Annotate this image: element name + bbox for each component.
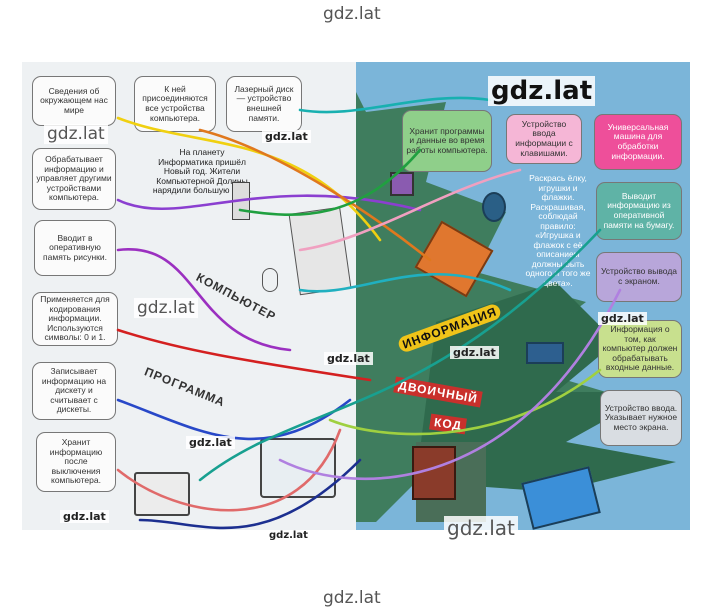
- box-computer: Универсальная машина для обработки инфор…: [594, 114, 682, 170]
- box-laser-disk: Лазерный диск — устройство внешней памят…: [226, 76, 302, 132]
- right-page: Хранит программы и данные во время работ…: [356, 62, 690, 530]
- laser-disc-icon: [482, 192, 506, 222]
- coloring-page: Сведения об окружающем нас мире Обрабаты…: [22, 62, 690, 530]
- box-keyboard: Устройство ввода информации с клавишами.: [506, 114, 582, 164]
- watermark: gdz.lat: [186, 436, 235, 449]
- box-floppy-drive: Записывает информацию на дискету и считы…: [32, 362, 116, 420]
- watermark: gdz.lat: [444, 516, 518, 540]
- watermark: gdz.lat: [134, 298, 198, 318]
- box-ram: Хранит программы и данные во время работ…: [402, 110, 492, 172]
- box-processor: Обрабатывает информацию и управляет друг…: [32, 148, 116, 210]
- box-info-world: Сведения об окружающем нас мире: [32, 76, 116, 126]
- processor-chip-icon: [390, 172, 414, 196]
- hard-disk-icon: [412, 446, 456, 500]
- watermark-top: gdz.lat: [320, 4, 384, 24]
- watermark: gdz.lat: [598, 312, 647, 325]
- box-motherboard: К ней присоединяются все устройства комп…: [134, 76, 216, 132]
- watermark: gdz.lat: [324, 352, 373, 365]
- watermark: gdz.lat: [450, 346, 499, 359]
- watermark: gdz.lat: [44, 124, 108, 144]
- watermark: gdz.lat: [266, 530, 311, 541]
- monitor-icon: [260, 438, 336, 498]
- box-program: Информация о том, как компьютер должен о…: [598, 320, 682, 378]
- box-scanner: Вводит в оперативную память рисунки.: [34, 220, 116, 276]
- watermark-large: gdz.lat: [488, 76, 596, 106]
- mouse-icon: [262, 268, 278, 292]
- watermark-bottom: gdz.lat: [320, 588, 384, 608]
- watermark: gdz.lat: [262, 130, 311, 143]
- memory-module-icon: [232, 182, 250, 220]
- scanner-icon: [526, 342, 564, 364]
- keyboard-icon: [288, 206, 352, 296]
- printer-icon: [134, 472, 190, 516]
- watermark: gdz.lat: [60, 510, 109, 523]
- box-binary-code: Применяется для кодирования информации. …: [32, 292, 118, 346]
- box-monitor: Устройство вывода с экраном.: [596, 252, 682, 302]
- coloring-instructions: Раскрась ёлку, игрушки и флажки. Раскраш…: [525, 173, 591, 288]
- box-mouse: Устройство ввода. Указывает нужное место…: [600, 390, 682, 446]
- box-hard-disk: Хранит информацию после выключения компь…: [36, 432, 116, 492]
- box-printer: Выводит информацию из оперативной памяти…: [596, 182, 682, 240]
- garland-program: ПРОГРАММА: [142, 364, 228, 410]
